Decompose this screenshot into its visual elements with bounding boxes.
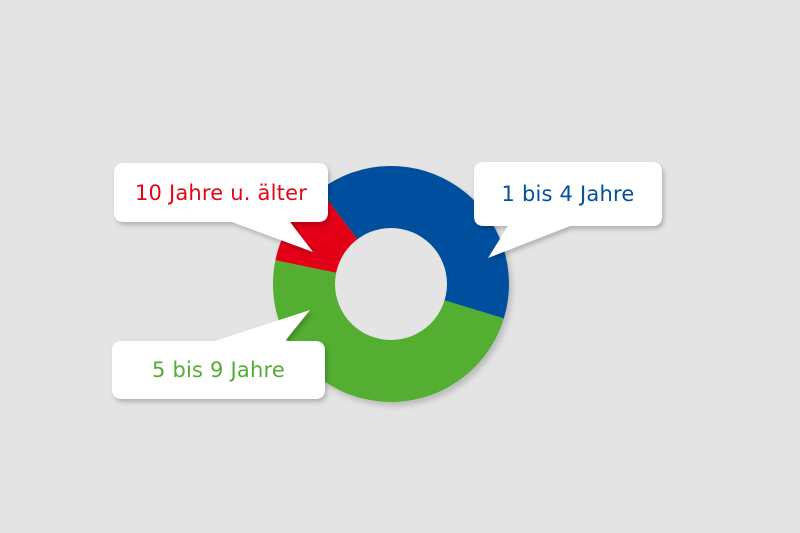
label-5-bis-9-jahre: 5 bis 9 Jahre [152, 358, 285, 382]
label-10-jahre-u-aelter: 10 Jahre u. älter [134, 180, 308, 205]
callout-10-jahre-u-aelter [114, 163, 328, 252]
callout-5-bis-9-jahre [112, 310, 325, 399]
label-1-bis-4-jahre: 1 bis 4 Jahre [501, 182, 635, 206]
callout-1-bis-4-jahre [474, 162, 662, 258]
donut-hole [335, 228, 447, 340]
